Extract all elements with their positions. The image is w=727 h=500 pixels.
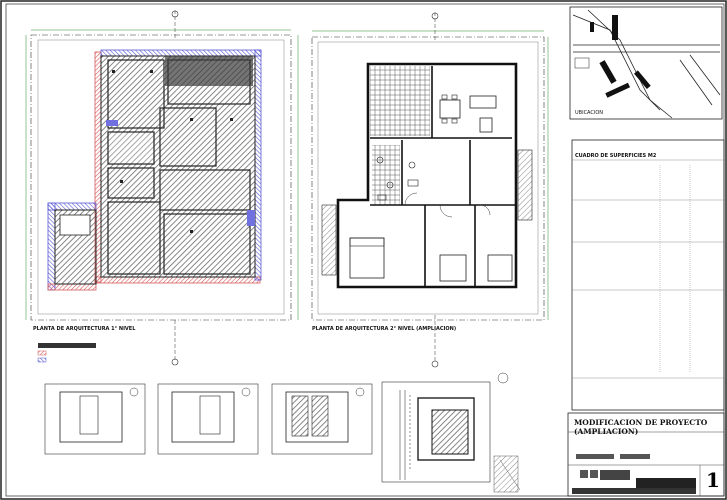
bed-2 [439, 254, 467, 282]
bed-1 [349, 237, 385, 279]
stair-tiles [370, 66, 430, 136]
site-plan [381, 372, 521, 493]
demolition-band-bottom [94, 276, 261, 284]
project-title: MODIFICACION DE PROYECTO (AMPLIACION) [574, 418, 708, 436]
schematic-plans [44, 383, 373, 455]
bed-3 [487, 254, 513, 282]
extension-band-top [100, 49, 262, 57]
extension-band-right [254, 49, 262, 281]
section-marker-bottom [171, 358, 179, 366]
section-marker-top [171, 10, 179, 18]
permit-stamp [165, 56, 253, 86]
sheet-number: 1 [706, 468, 720, 492]
first-floor-plan [25, 10, 299, 366]
second-floor-plan-title: PLANTA DE ARQUITECTURA 2° NIVEL (AMPLIAC… [312, 326, 457, 332]
dining-table [439, 99, 461, 119]
site-building [431, 409, 469, 455]
surfaces-title: CUADRO DE SUPERFICIES M2 [575, 153, 657, 159]
location-map [569, 6, 723, 120]
second-floor-walls [336, 62, 518, 289]
surfaces-table [571, 139, 725, 411]
sofa [469, 95, 497, 109]
second-floor-plan [311, 12, 549, 368]
first-floor-plan-title: PLANTA DE ARQUITECTURA 1° NIVEL [33, 326, 136, 332]
legend [37, 343, 96, 363]
location-label: UBICACION [575, 110, 604, 116]
title-block [567, 412, 725, 497]
